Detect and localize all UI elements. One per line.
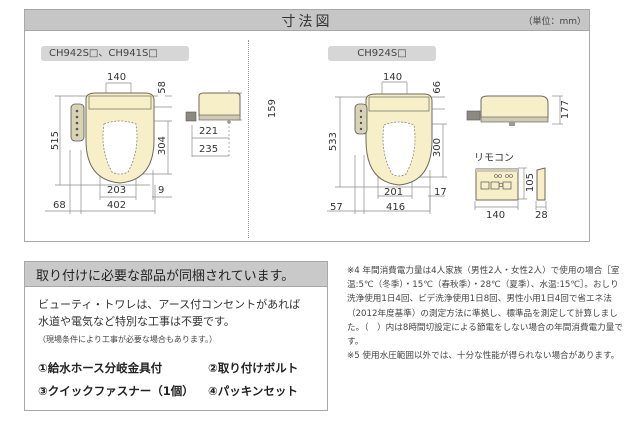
dim-left-total-length: 515: [50, 131, 61, 151]
page-title: 寸法図: [281, 14, 333, 30]
dim-right-top-width: 140: [383, 72, 403, 83]
parts-description: ビューティ・トワレは、アース付コンセントがあれば 水道や電気など特別な工事は不要…: [38, 296, 300, 330]
dim-right-opening-width: 201: [384, 187, 404, 198]
dim-left-panel-offset: 68: [53, 200, 66, 211]
seat-top-view-left: [70, 92, 155, 184]
dim-left-opening-length: 304: [157, 136, 168, 156]
dim-left-back-depth: 58: [157, 81, 168, 94]
parts-description-line2: 水道や電気など特別な工事は不要です。: [38, 315, 235, 328]
remote-label: リモコン: [474, 153, 514, 164]
dim-right-total-width: 416: [386, 202, 406, 213]
dim-left-front-gap: 9: [158, 185, 165, 196]
parts-item-3: ③クイックファスナー（1個）: [38, 384, 194, 398]
dim-right-height: 177: [560, 100, 571, 120]
seat-side-view-right: [466, 95, 549, 126]
unit-label: （単位：mm）: [523, 17, 586, 27]
included-parts-header: [24, 261, 328, 287]
dim-left-side-b: 235: [199, 144, 219, 155]
model-tag-left: CH942S□、CH941S□: [41, 46, 189, 61]
parts-description-line1: ビューティ・トワレは、アース付コンセントがあれば: [38, 298, 301, 311]
seat-side-view-left: [185, 92, 241, 124]
panel-divider: [248, 40, 249, 238]
footnotes: ※4 年間消費電力量は4人家族（男性2人・女性2人）で使用の場合［室温:5℃（冬…: [347, 264, 627, 363]
dim-remote-height: 105: [525, 173, 536, 193]
included-parts-title: 取り付けに必要な部品が同梱されています。: [36, 269, 295, 284]
seat-top-view-right: [354, 93, 433, 186]
dim-left-side-a: 221: [199, 126, 219, 137]
dim-left-height: 159: [267, 99, 278, 119]
parts-item-1: ①給水ホース分岐金具付: [38, 361, 163, 375]
dim-right-opening-length: 300: [432, 138, 443, 158]
dim-right-back-depth: 66: [432, 81, 443, 94]
dim-left-opening-width: 203: [107, 185, 127, 196]
dim-remote-depth: 28: [535, 210, 548, 221]
dim-right-panel-offset: 57: [330, 202, 343, 213]
dim-left-total-width: 402: [107, 200, 127, 211]
parts-note: （現場条件により工事が必要な場合もあります。）: [38, 335, 218, 344]
dim-right-total-length: 533: [328, 132, 339, 152]
parts-item-4: ④パッキンセット: [208, 384, 298, 398]
dim-remote-width: 140: [486, 210, 506, 221]
footnote-4: ※4 年間消費電力量は4人家族（男性2人・女性2人）で使用の場合［室温:5℃（冬…: [347, 266, 623, 348]
dimensions-header-bar: [24, 9, 590, 31]
dim-left-top-width: 140: [107, 72, 127, 83]
model-tag-right: CH924S□: [328, 46, 436, 61]
parts-item-2: ②取り付けボルト: [208, 361, 299, 375]
footnote-5: ※5 使用水圧範囲以外では、十分な性能が得られない場合があります。: [347, 351, 620, 362]
dim-right-front-gap: 17: [434, 187, 447, 198]
remote-drawing: [475, 167, 546, 201]
